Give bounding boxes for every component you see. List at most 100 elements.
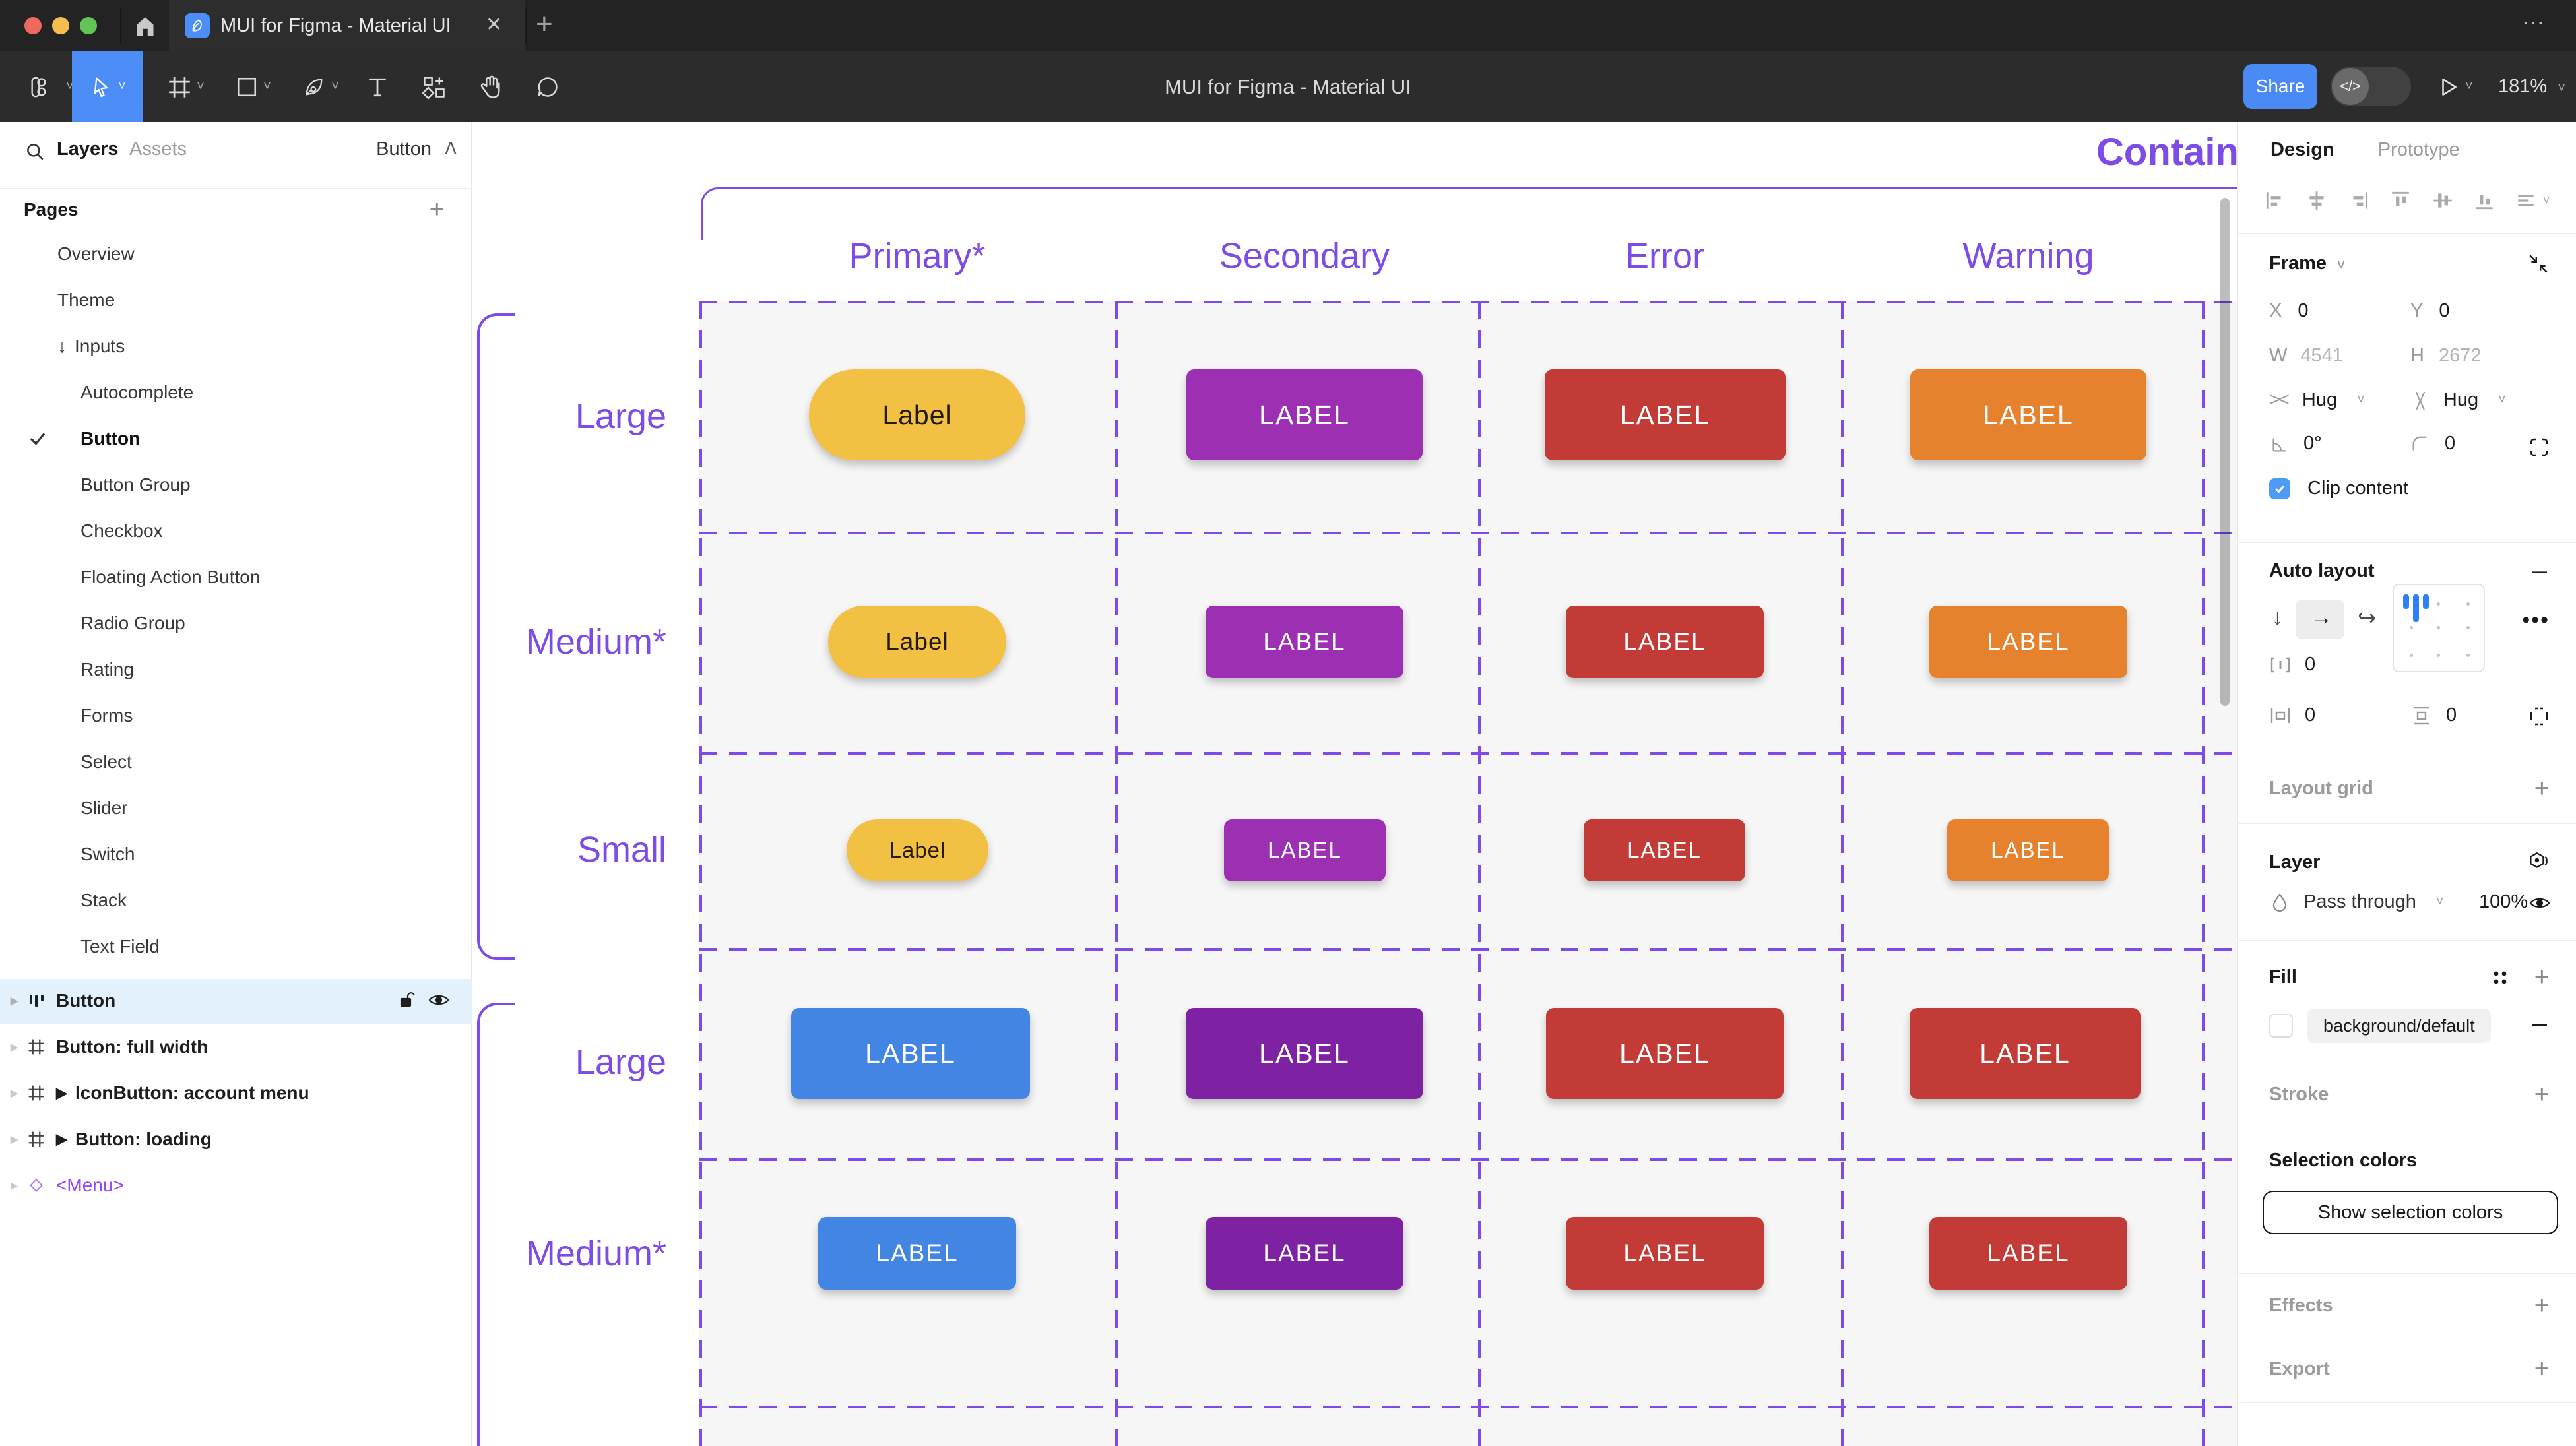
page-item[interactable]: Select bbox=[0, 739, 472, 785]
horizontal-resizing-dropdown[interactable]: >< Hug˅ bbox=[2269, 389, 2365, 410]
chevron-right-icon[interactable]: ▸ bbox=[11, 992, 18, 1009]
page-item[interactable]: Floating Action Button bbox=[0, 554, 472, 600]
traffic-minimize-button[interactable] bbox=[52, 17, 69, 34]
chevron-right-icon[interactable]: ▸ bbox=[11, 1131, 18, 1147]
layer-row[interactable]: ▸ Button: full width bbox=[0, 1024, 472, 1070]
chevron-right-icon[interactable]: ▸ bbox=[11, 1177, 18, 1193]
button-component[interactable]: Label bbox=[828, 606, 1006, 678]
eye-icon[interactable] bbox=[428, 990, 450, 1011]
add-effect-button[interactable]: + bbox=[2534, 1291, 2550, 1320]
button-component[interactable]: LABEL bbox=[1206, 606, 1403, 678]
button-component[interactable]: LABEL bbox=[1224, 819, 1386, 881]
layer-row[interactable]: ▸ ▶ Button: loading bbox=[0, 1116, 472, 1162]
auto-layout-alignment-grid[interactable] bbox=[2393, 584, 2485, 672]
rotation-field[interactable]: 0° bbox=[2269, 433, 2322, 455]
eye-icon[interactable] bbox=[2528, 893, 2551, 914]
clip-content-control[interactable]: Clip content bbox=[2269, 478, 2408, 499]
independent-corners-icon[interactable] bbox=[2528, 437, 2550, 458]
horizontal-padding-field[interactable]: 0 bbox=[2269, 705, 2315, 726]
frame-tool-button[interactable]: ˅ bbox=[169, 76, 205, 98]
button-component[interactable]: LABEL bbox=[1206, 1217, 1403, 1290]
vertical-resizing-dropdown[interactable]: >< Hug˅ bbox=[2409, 389, 2506, 410]
page-item-button-current[interactable]: Button bbox=[0, 416, 472, 462]
auto-layout-right-icon[interactable]: → bbox=[2310, 605, 2333, 630]
page-item[interactable]: Switch bbox=[0, 831, 472, 877]
traffic-zoom-button[interactable] bbox=[80, 17, 97, 34]
fill-color-swatch[interactable] bbox=[2269, 1014, 2293, 1038]
add-export-button[interactable]: + bbox=[2534, 1354, 2550, 1383]
blend-mode-dropdown[interactable]: Pass through˅ bbox=[2270, 891, 2444, 913]
text-tool-button[interactable] bbox=[356, 51, 399, 122]
fill-styles-icon[interactable] bbox=[2490, 968, 2510, 988]
button-component[interactable]: LABEL bbox=[1566, 606, 1764, 678]
add-layout-grid-button[interactable]: + bbox=[2534, 774, 2550, 803]
zoom-level-dropdown[interactable]: 181% ˅ bbox=[2498, 76, 2565, 97]
page-item-inputs[interactable]: ↓Inputs bbox=[0, 323, 472, 369]
layer-row[interactable]: ▸ ▶ IconButton: account menu bbox=[0, 1070, 472, 1116]
remove-fill-button[interactable]: – bbox=[2532, 1009, 2547, 1038]
search-icon[interactable] bbox=[24, 141, 46, 163]
button-component[interactable]: LABEL bbox=[1584, 819, 1745, 881]
move-tool-button[interactable]: ˅ bbox=[72, 51, 143, 122]
remove-auto-layout-button[interactable]: – bbox=[2532, 556, 2547, 585]
main-menu-button[interactable] bbox=[15, 51, 61, 122]
distribute-menu-icon[interactable]: ˅ bbox=[2518, 193, 2550, 208]
button-component[interactable]: LABEL bbox=[1910, 369, 2146, 460]
vertical-padding-field[interactable]: 0 bbox=[2410, 705, 2457, 726]
share-button[interactable]: Share bbox=[2243, 64, 2317, 109]
blend-mode-icon[interactable] bbox=[2527, 850, 2550, 873]
button-component[interactable]: LABEL bbox=[1910, 1008, 2141, 1099]
present-button[interactable]: ˅ bbox=[2437, 51, 2473, 122]
main-menu-chevron-icon[interactable]: ˅ bbox=[66, 79, 74, 94]
layer-row-button[interactable]: ▸ Button bbox=[0, 978, 472, 1024]
page-item[interactable]: Slider bbox=[0, 785, 472, 831]
resources-tool-button[interactable] bbox=[410, 51, 458, 122]
collapse-panel-icon[interactable] bbox=[2527, 253, 2550, 275]
clip-content-checkbox[interactable] bbox=[2269, 478, 2290, 499]
tab-assets[interactable]: Assets bbox=[129, 139, 187, 160]
canvas-scrollbar[interactable] bbox=[2220, 198, 2230, 706]
add-fill-button[interactable]: + bbox=[2534, 962, 2550, 991]
browser-tab[interactable]: MUI for Figma - Material UI ✕ bbox=[169, 0, 525, 51]
design-canvas[interactable]: Contained Primary* Secondary Error Warni… bbox=[472, 122, 2237, 1446]
fill-style-chip[interactable]: background/default bbox=[2307, 1009, 2491, 1043]
page-item[interactable]: Radio Group bbox=[0, 600, 472, 646]
page-item[interactable]: Stack bbox=[0, 877, 472, 924]
show-selection-colors-button[interactable]: Show selection colors bbox=[2263, 1191, 2558, 1234]
auto-layout-down-icon[interactable]: ↓ bbox=[2272, 605, 2283, 630]
page-selector-dropdown[interactable]: Button bbox=[376, 139, 432, 160]
tab-close-icon[interactable]: ✕ bbox=[486, 14, 503, 36]
button-component[interactable]: Label bbox=[847, 819, 988, 881]
button-component[interactable]: LABEL bbox=[1186, 1008, 1423, 1099]
button-component[interactable]: LABEL bbox=[1929, 1217, 2127, 1290]
button-component[interactable]: LABEL bbox=[1566, 1217, 1764, 1290]
tab-design[interactable]: Design bbox=[2270, 139, 2334, 160]
button-component[interactable]: LABEL bbox=[1546, 1008, 1784, 1099]
comment-tool-button[interactable] bbox=[524, 51, 571, 122]
individual-padding-icon[interactable] bbox=[2528, 706, 2550, 727]
layer-row-menu-instance[interactable]: ▸ <Menu> bbox=[0, 1162, 472, 1209]
button-component[interactable]: LABEL bbox=[791, 1008, 1030, 1099]
add-stroke-button[interactable]: + bbox=[2534, 1080, 2550, 1109]
align-vertical-center-icon[interactable] bbox=[2431, 189, 2454, 212]
home-icon[interactable] bbox=[132, 13, 158, 40]
shape-tool-button[interactable]: ˅ bbox=[224, 51, 282, 122]
page-item[interactable]: Rating bbox=[0, 646, 472, 693]
align-left-icon[interactable] bbox=[2264, 189, 2286, 212]
page-item[interactable]: Checkbox bbox=[0, 508, 472, 554]
button-component[interactable]: LABEL bbox=[1186, 369, 1423, 460]
hand-tool-button[interactable] bbox=[467, 51, 515, 122]
fill-row[interactable]: background/default bbox=[2269, 1009, 2491, 1043]
page-item[interactable]: Theme bbox=[0, 277, 472, 323]
chevron-right-icon[interactable]: ▸ bbox=[11, 1084, 18, 1101]
tab-layers[interactable]: Layers bbox=[57, 139, 119, 160]
browser-more-icon[interactable]: ⋯ bbox=[2522, 11, 2546, 36]
frame-section-header[interactable]: Frame ˅ bbox=[2269, 253, 2345, 274]
corner-radius-field[interactable]: 0 bbox=[2410, 433, 2455, 455]
align-top-icon[interactable] bbox=[2389, 189, 2412, 212]
page-item[interactable]: Overview bbox=[0, 231, 472, 277]
button-component[interactable]: LABEL bbox=[1545, 369, 1786, 460]
